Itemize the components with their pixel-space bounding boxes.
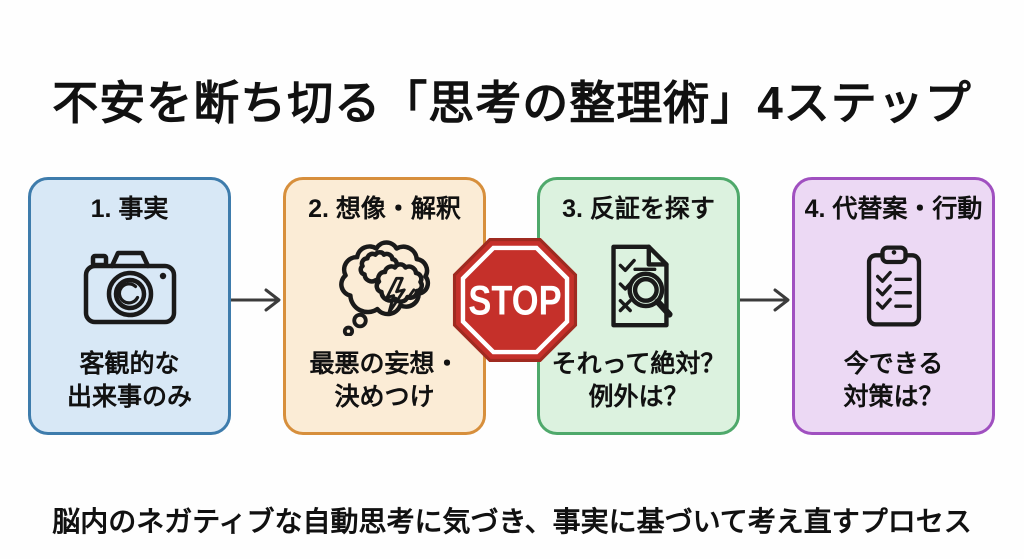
step-1-title: 1. 事実 bbox=[90, 195, 169, 223]
step-4-title: 4. 代替案・行動 bbox=[804, 195, 983, 223]
step-2-description: 最悪の妄想・ 決めつけ bbox=[309, 350, 460, 411]
arrow-right-icon bbox=[740, 288, 790, 312]
stop-inner-ring bbox=[460, 245, 570, 355]
step-4-description: 今できる 対策は？ bbox=[843, 350, 944, 411]
step-3-title: 3. 反証を探す bbox=[562, 195, 715, 223]
stop-sign-label: STOP bbox=[468, 276, 561, 323]
thought-storm-icon bbox=[335, 234, 435, 338]
step-2-title: 2. 想像・解釈 bbox=[308, 195, 461, 223]
page-title: 不安を断ち切る「思考の整理術」4ステップ bbox=[52, 76, 972, 129]
step-card-4: 4. 代替案・行動 今できる 対策は？ bbox=[792, 177, 995, 435]
checklist-magnifier-icon bbox=[590, 234, 688, 338]
clipboard-checklist-icon bbox=[846, 234, 942, 338]
step-3-description: それって絶対？ 例外は？ bbox=[551, 350, 726, 411]
step-card-1: 1. 事実 客観的な 出来事のみ bbox=[28, 177, 231, 435]
step-1-description: 客観的な 出来事のみ bbox=[66, 350, 192, 411]
step-card-2: 2. 想像・解釈 最悪の妄想・ 決めつけ bbox=[283, 177, 486, 435]
camera-icon bbox=[80, 234, 180, 338]
arrow-right-icon bbox=[231, 288, 281, 312]
bottom-caption: 脳内のネガティブな自動思考に気づき、事実に基づいて考え直すプロセス bbox=[52, 506, 972, 537]
stop-sign: STOP bbox=[452, 237, 578, 363]
stop-octagon bbox=[452, 237, 578, 363]
